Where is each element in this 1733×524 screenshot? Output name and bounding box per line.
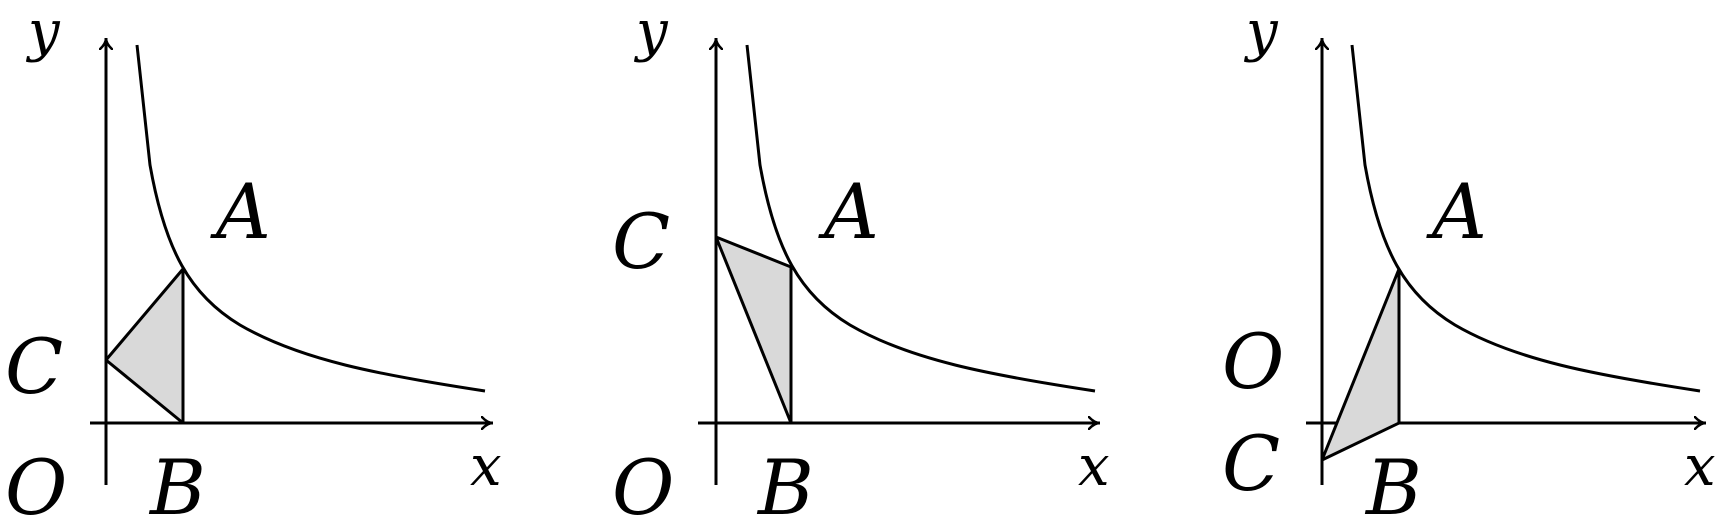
hyperbola-curve bbox=[745, 44, 1096, 393]
y-axis-label: y bbox=[633, 0, 669, 64]
hyperbola-curve bbox=[1350, 44, 1701, 393]
segment-cb bbox=[105, 358, 184, 425]
shaded-triangle bbox=[106, 269, 183, 423]
origin-label: O bbox=[1222, 317, 1284, 406]
hyperbola-curve bbox=[135, 44, 486, 393]
point-b-label: B bbox=[1364, 443, 1422, 524]
segment-ca bbox=[1320, 268, 1401, 461]
segment-ac bbox=[104, 268, 185, 361]
point-a-label: A bbox=[1426, 167, 1487, 256]
panel-1: y x A B C O bbox=[5, 0, 502, 524]
x-axis-label: x bbox=[1078, 434, 1110, 499]
x-axis-label: x bbox=[470, 434, 502, 499]
panel-3: y x A B C O bbox=[1222, 0, 1716, 524]
point-c-label: C bbox=[612, 197, 670, 286]
panel-2: y x A B C O bbox=[612, 0, 1110, 524]
segment-cb bbox=[714, 236, 793, 424]
point-b-label: B bbox=[756, 443, 814, 524]
y-axis-label: y bbox=[25, 0, 61, 64]
point-b-label: B bbox=[148, 443, 206, 524]
segment-ca bbox=[715, 235, 792, 269]
y-axis-label: y bbox=[1243, 0, 1279, 64]
segment-cb bbox=[1321, 421, 1400, 462]
origin-label: O bbox=[5, 443, 67, 524]
origin-label: O bbox=[612, 443, 674, 524]
x-axis-label: x bbox=[1684, 434, 1716, 499]
point-a-label: A bbox=[210, 167, 271, 256]
point-c-label: C bbox=[5, 322, 63, 411]
point-c-label: C bbox=[1222, 419, 1280, 508]
point-a-label: A bbox=[818, 167, 879, 256]
